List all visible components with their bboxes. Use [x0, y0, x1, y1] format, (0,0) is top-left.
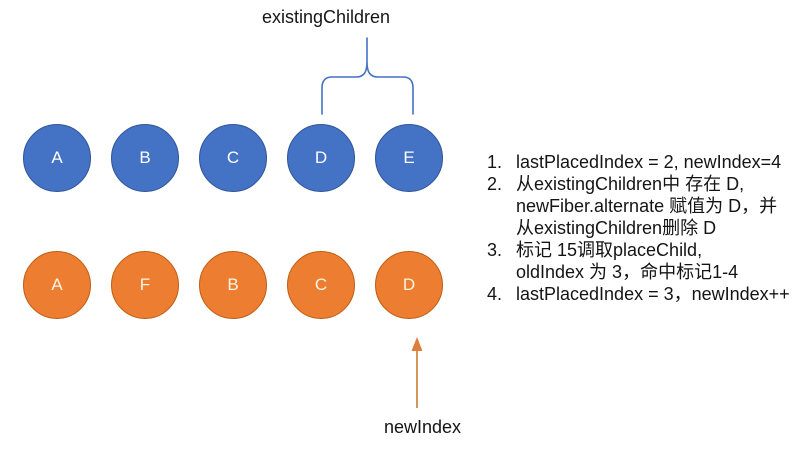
node-label: A	[51, 275, 63, 294]
node-label: D	[314, 148, 328, 167]
new-index-label: newIndex	[384, 417, 462, 437]
node-label: A	[51, 148, 63, 167]
new-fiber-node: B	[199, 251, 267, 319]
node-label: D	[402, 275, 416, 294]
new-fiber-node: D	[375, 251, 443, 319]
brace-icon	[321, 37, 414, 115]
old-fiber-node: A	[23, 124, 91, 192]
node-label: C	[314, 275, 328, 294]
new-fiber-node: A	[23, 251, 91, 319]
note-line: 从existingChildren删除 D	[516, 218, 717, 238]
note-body: 从existingChildren中 存在 D, newFiber.altern…	[516, 173, 797, 239]
old-fiber-node: D	[287, 124, 355, 192]
note-number: 2.	[487, 174, 503, 194]
note-body: lastPlacedIndex = 2, newIndex=4	[516, 151, 797, 173]
existing-children-label: existingChildren	[262, 7, 391, 27]
node-label: E	[403, 148, 415, 167]
new-index-arrow-head-icon	[411, 337, 423, 351]
note-item: 1. lastPlacedIndex = 2, newIndex=4	[487, 151, 797, 173]
note-line: newFiber.alternate 赋值为 D，并	[516, 196, 778, 216]
notes-list: 1. lastPlacedIndex = 2, newIndex=4 2. 从e…	[487, 151, 797, 305]
note-body: 标记 15调取placeChild, oldIndex 为 3，命中标记1-4	[516, 239, 797, 283]
node-label: C	[226, 148, 240, 167]
note-line: oldIndex 为 3，命中标记1-4	[516, 262, 739, 282]
node-label: B	[227, 275, 239, 294]
note-item: 4. lastPlacedIndex = 3，newIndex++	[487, 283, 797, 305]
new-fiber-node: C	[287, 251, 355, 319]
old-fibers-row: A B C D E	[23, 124, 443, 192]
node-label: F	[139, 275, 151, 294]
note-line: 从existingChildren中 存在 D,	[516, 174, 745, 194]
note-number: 1.	[487, 152, 503, 172]
note-number: 3.	[487, 240, 503, 260]
note-item: 3. 标记 15调取placeChild, oldIndex 为 3，命中标记1…	[487, 239, 797, 283]
old-fiber-node: C	[199, 124, 267, 192]
note-line: 标记 15调取placeChild,	[516, 240, 703, 260]
note-number: 4.	[487, 284, 503, 304]
new-fiber-node: F	[111, 251, 179, 319]
old-fiber-node: E	[375, 124, 443, 192]
old-fiber-node: B	[111, 124, 179, 192]
note-line: lastPlacedIndex = 3，newIndex++	[516, 284, 790, 304]
new-fibers-row: A F B C D	[23, 251, 443, 319]
note-body: lastPlacedIndex = 3，newIndex++	[516, 283, 797, 305]
note-item: 2. 从existingChildren中 存在 D, newFiber.alt…	[487, 173, 797, 239]
note-line: lastPlacedIndex = 2, newIndex=4	[516, 152, 782, 172]
node-label: B	[139, 148, 151, 167]
